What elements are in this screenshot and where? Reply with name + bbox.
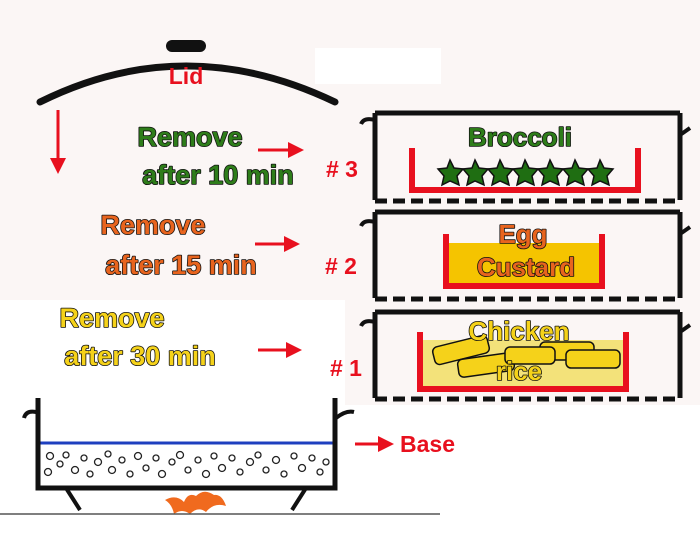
water-area <box>40 444 333 486</box>
flame-icon <box>165 491 226 514</box>
custard-label: Custard <box>477 252 575 282</box>
tier-2-after: after 15 min <box>105 250 257 280</box>
tier-1-text: Remove after 30 min <box>59 302 217 372</box>
tier-1-after: after 30 min <box>64 341 216 371</box>
tier-1-remove: Remove <box>59 303 164 333</box>
broccoli-label: Broccoli <box>468 122 572 152</box>
background-patch <box>315 48 441 84</box>
chicken-pieces <box>431 334 621 378</box>
egg-label: Egg <box>498 219 547 249</box>
custard-fill <box>446 243 602 283</box>
lid-dome <box>36 62 339 106</box>
base-label: Base <box>400 431 455 457</box>
base-pot <box>22 398 355 512</box>
tier-2-remove: Remove <box>100 210 205 240</box>
chicken-label: Chicken <box>468 316 569 346</box>
base-arrow <box>355 436 394 452</box>
tier-3-arrow <box>258 142 304 158</box>
tier-1-number: # 1 <box>330 355 362 381</box>
tier-3-number: # 3 <box>326 156 358 182</box>
lid: Lid <box>36 40 339 106</box>
tier-3-remove: Remove <box>137 122 242 152</box>
pot-legs <box>64 486 308 512</box>
lid-knob <box>166 40 206 52</box>
tier-3-text: Remove after 10 min <box>137 121 295 191</box>
tier-3-after: after 10 min <box>142 160 294 190</box>
tier-2-number: # 2 <box>325 253 357 279</box>
tier-1-basket: Chicken rice <box>359 309 692 402</box>
rice-label: rice <box>496 356 542 386</box>
tier-2-basket: Egg Custard <box>359 209 692 302</box>
tier-2-text: Remove after 15 min <box>100 209 258 281</box>
tier-1-arrow <box>258 342 302 358</box>
lid-down-arrow <box>50 110 66 174</box>
lid-label: Lid <box>169 63 204 89</box>
bubbles <box>43 450 330 479</box>
tier-3-basket: Broccoli <box>359 110 692 204</box>
broccoli-pieces <box>436 158 615 187</box>
tier-2-arrow <box>255 236 300 252</box>
